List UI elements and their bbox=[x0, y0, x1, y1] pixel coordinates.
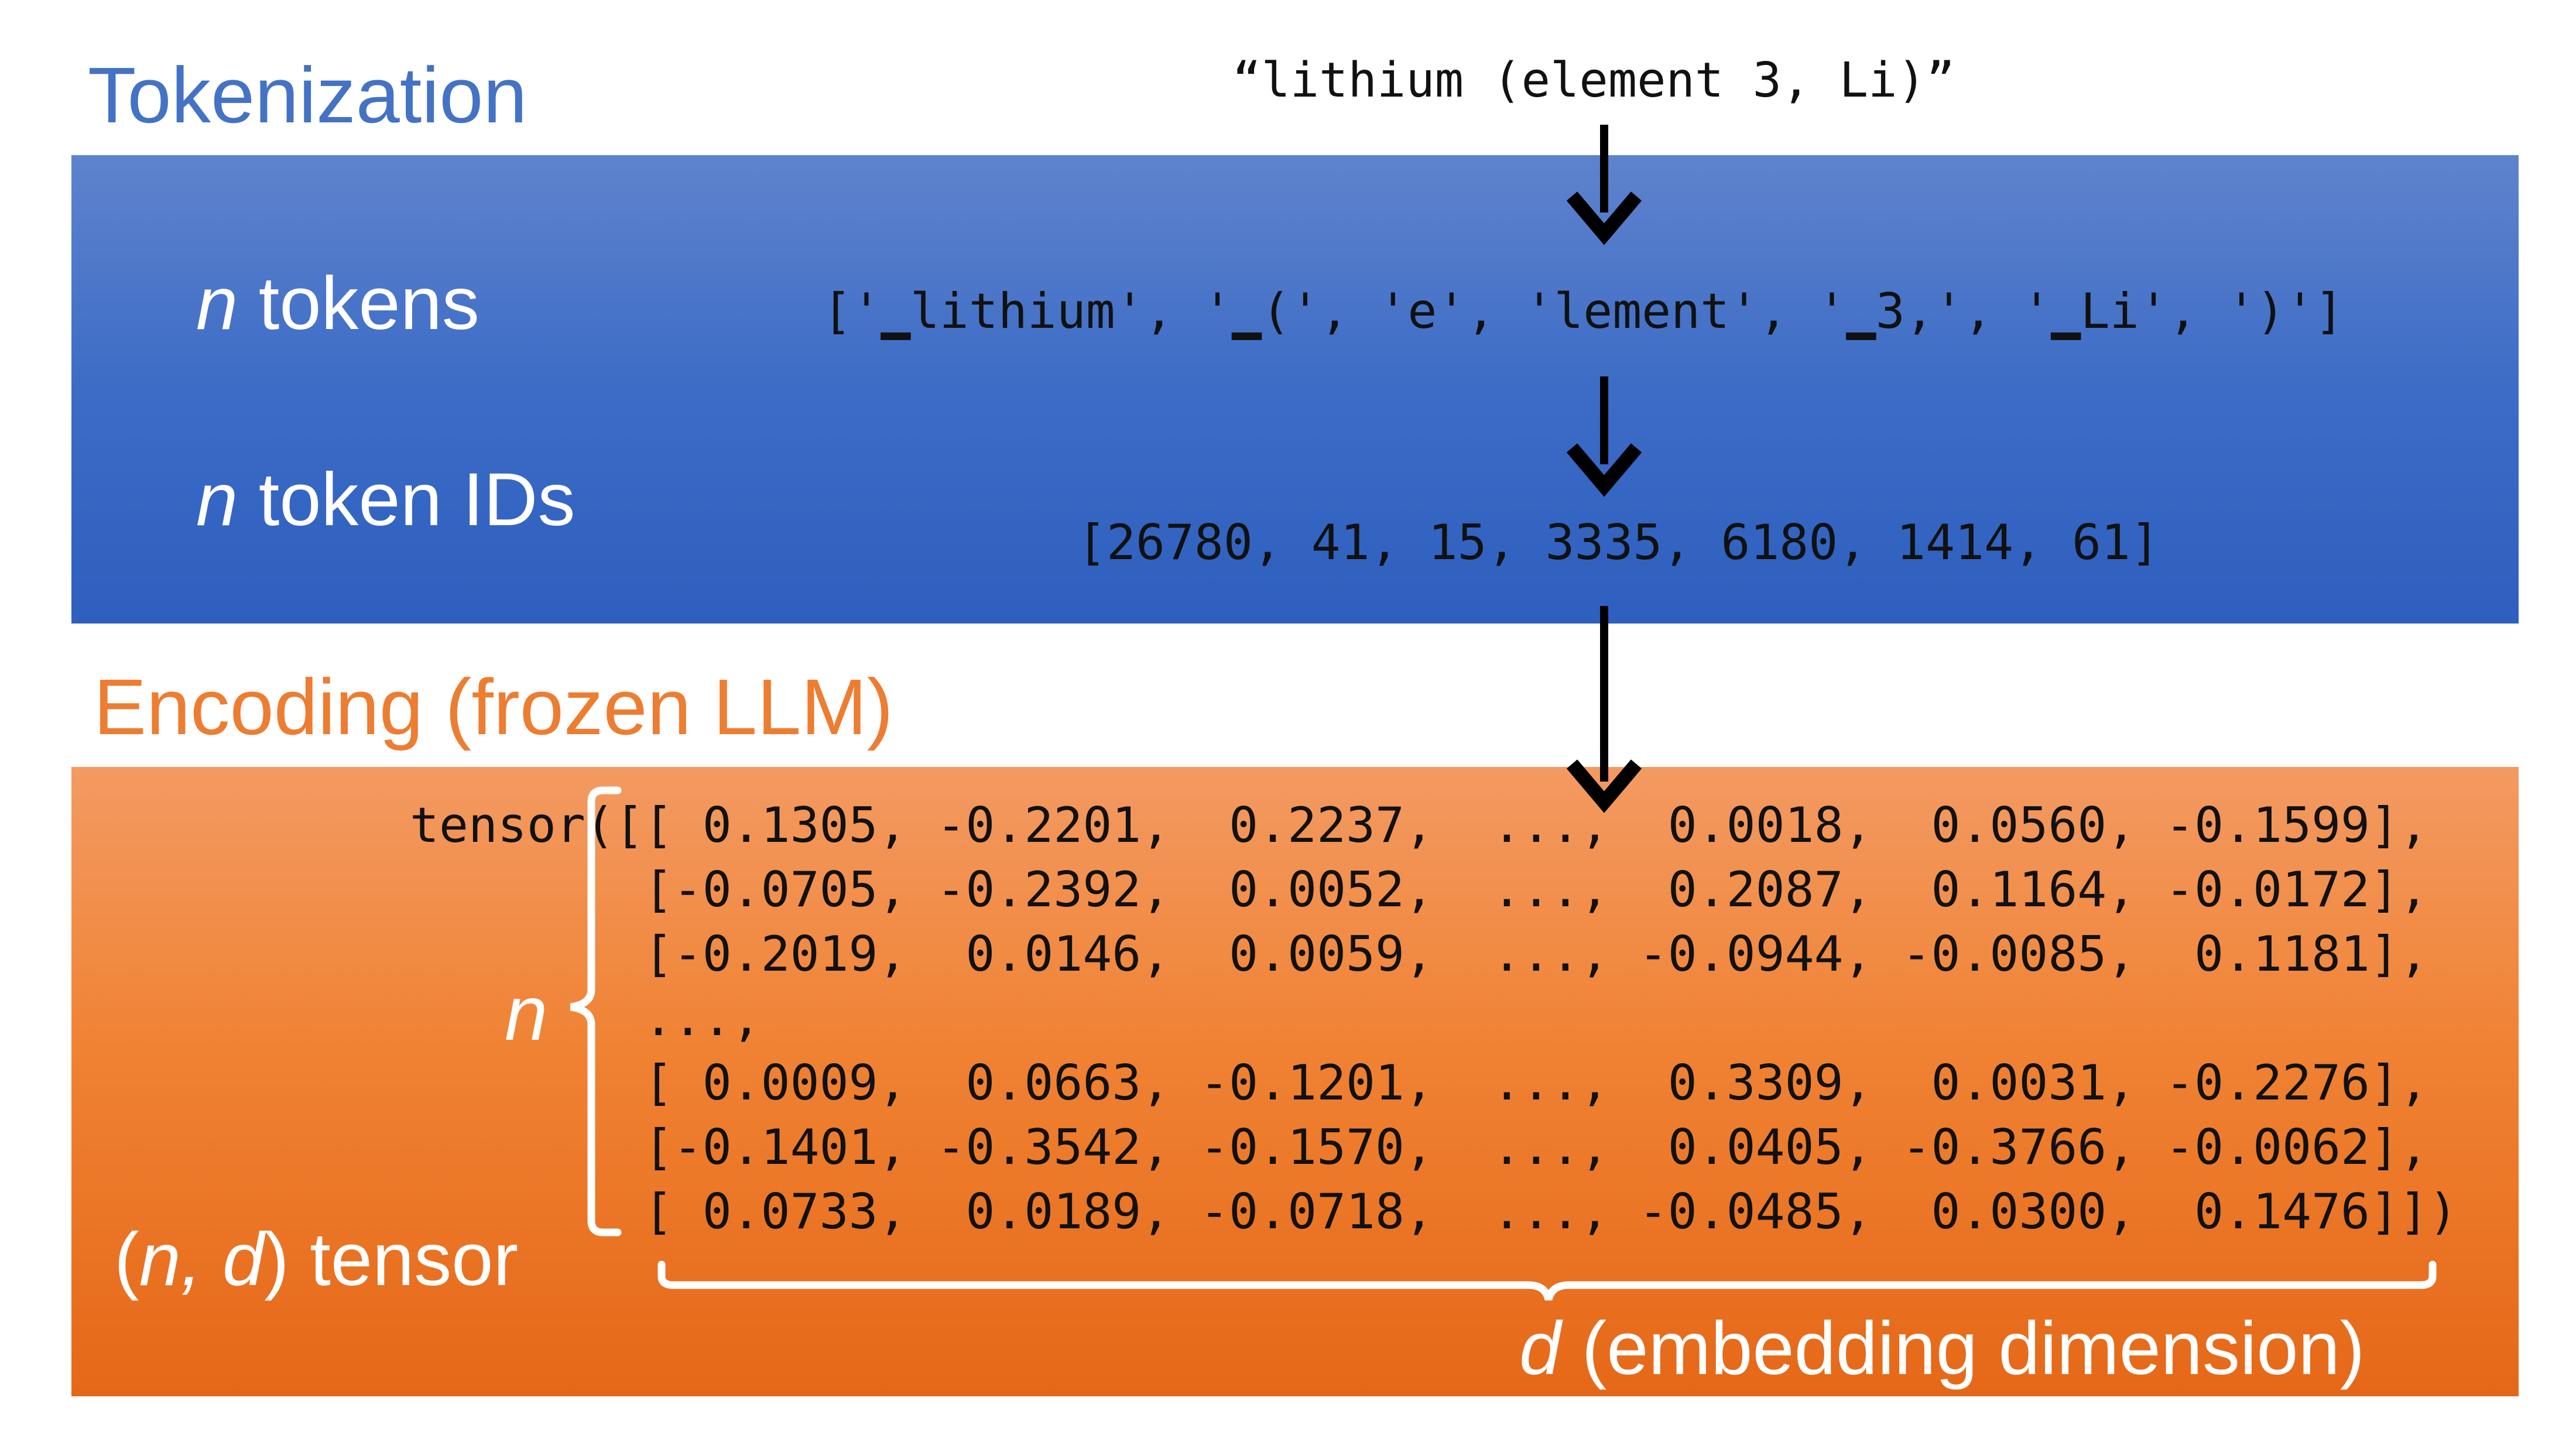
ids-label-text: token IDs bbox=[238, 458, 576, 542]
tensor-shape-label: (n, d) tensor bbox=[114, 1222, 518, 1297]
tokenization-title: Tokenization bbox=[88, 51, 527, 139]
input-string: “lithium (element 3, Li)” bbox=[1232, 53, 1955, 108]
shape-comma: , bbox=[180, 1218, 222, 1301]
shape-open: ( bbox=[114, 1218, 139, 1301]
shape-n: n bbox=[139, 1218, 181, 1301]
ids-label-var: n bbox=[196, 458, 238, 542]
encoding-title: Encoding (frozen LLM) bbox=[94, 663, 893, 751]
d-var: d bbox=[1519, 1307, 1561, 1390]
token-ids-list: [26780, 41, 15, 3335, 6180, 1414, 61] bbox=[1077, 514, 2160, 571]
d-text: (embedding dimension) bbox=[1561, 1307, 2365, 1390]
tokenization-panel bbox=[71, 155, 2519, 624]
embedding-dimension-label: d (embedding dimension) bbox=[1519, 1311, 2365, 1386]
shape-close: ) tensor bbox=[264, 1218, 519, 1301]
shape-d: d bbox=[222, 1218, 265, 1301]
tokens-list: ['▁lithium', '▁(', 'e', 'lement', '▁3,',… bbox=[823, 283, 2344, 340]
tokens-label: n tokens bbox=[196, 266, 479, 341]
tokens-label-text: tokens bbox=[238, 262, 479, 345]
tokens-label-var: n bbox=[196, 262, 238, 345]
tensor-output: tensor([[ 0.1305, -0.2201, 0.2237, ..., … bbox=[410, 797, 2458, 1240]
n-dimension-label: n bbox=[505, 970, 548, 1056]
token-ids-label: n token IDs bbox=[196, 463, 575, 537]
